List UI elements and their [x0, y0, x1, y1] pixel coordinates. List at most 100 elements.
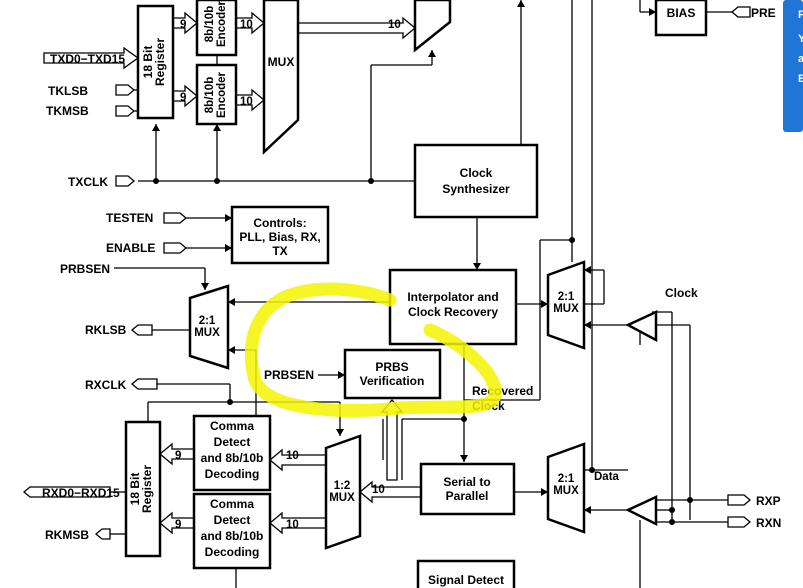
controls-block: Controls: PLL, Bias, RX, TX [230, 205, 330, 265]
pin-rklsb [130, 324, 153, 336]
pin-enable [163, 242, 188, 254]
interpolator-clock-recovery: Interpolator and Clock Recovery [388, 268, 518, 346]
label-txclk: TXCLK [68, 175, 108, 189]
bus-width: 10 [240, 19, 253, 31]
block-label: MUX [553, 485, 579, 497]
arrowhead [584, 266, 591, 274]
label-prbsen-top: PRBSEN [60, 262, 110, 276]
block-label: Detect [214, 513, 251, 527]
mux21-bottom: 2:1 MUX [546, 442, 586, 534]
block-label: Signal Detect [428, 573, 504, 587]
arrowhead [584, 321, 591, 329]
block-label: Synthesizer [442, 182, 510, 196]
pin-rxp [727, 494, 752, 506]
block-label: Comma [210, 419, 254, 433]
arrowhead [473, 263, 481, 270]
block-label: and 8b/10b [201, 529, 264, 543]
io-pins [22, 6, 752, 540]
junction-dot [227, 399, 233, 405]
label-rklsb: RKLSB [85, 323, 127, 337]
arrowhead [541, 488, 548, 496]
label-rxp: RXP [756, 494, 781, 508]
arrowhead [225, 214, 232, 222]
label-clock: Clock [665, 286, 698, 300]
junction-dot [153, 178, 159, 184]
bus-arrow [380, 398, 404, 481]
block-label: 2:1 [558, 291, 575, 303]
mux12: 1:2 MUX [324, 434, 362, 550]
bus-width-labels: 9 9 10 10 10 9 9 10 10 10 [175, 19, 401, 531]
arrowhead [517, 0, 525, 7]
arrowhead [213, 124, 221, 131]
pin-tkmsb [115, 105, 136, 117]
block-label: Detect [214, 435, 251, 449]
label-txd: TXD0−TXD15 [50, 52, 125, 66]
highlight-annotation [244, 282, 502, 418]
encoder-1: 8b/10b Encoder [195, 0, 238, 57]
arrowhead [201, 283, 209, 290]
block-label: BIAS [667, 6, 696, 20]
bus-arrow [358, 480, 422, 504]
label-pre: PRE [751, 6, 776, 20]
block-label: 2:1 [558, 473, 575, 485]
block-label: Register [140, 465, 154, 513]
reg18-rx: 18 Bit Register [124, 420, 162, 558]
panel-text: F [798, 9, 803, 21]
label-enable: ENABLE [106, 241, 155, 255]
label-tkmsb: TKMSB [46, 104, 89, 118]
block-label: and 8b/10b [201, 451, 264, 465]
clock-synthesizer: Clock Synthesizer [413, 143, 539, 219]
block-label: Interpolator and [407, 290, 498, 304]
pin-testen [163, 212, 188, 224]
pin-txclk [115, 175, 136, 187]
bus-width: 10 [372, 484, 385, 496]
comma-detect-1: Comma Detect and 8b/10b Decoding [192, 414, 272, 492]
prbs-verification: PRBS Verification [343, 348, 442, 400]
panel-text: Y [798, 33, 803, 45]
block-label: Decoding [205, 545, 260, 559]
block-label: Parallel [446, 489, 489, 503]
block-label: Comma [210, 497, 254, 511]
block-label: Controls: [253, 216, 306, 230]
block-label: Encoder [216, 71, 228, 118]
pin-tklsb [115, 84, 136, 96]
label-prbsen-mid: PRBSEN [264, 368, 314, 382]
bus-width: 10 [388, 19, 401, 31]
label-rxd: RXD0−RXD15 [42, 486, 120, 500]
block-label: TX [272, 244, 287, 258]
junction-dot [569, 237, 575, 243]
bus-arrow [172, 84, 199, 108]
pin-rkmsb [94, 528, 111, 540]
bias-block: BIAS [654, 0, 708, 37]
bus-width: 9 [175, 450, 181, 462]
label-rxn: RXN [756, 516, 781, 530]
comma-detect-2: Comma Detect and 8b/10b Decoding [192, 492, 272, 570]
arrowhead [228, 298, 235, 306]
block-label: Clock [460, 166, 493, 180]
signal-detect: Signal Detect [416, 559, 516, 588]
arrowhead [338, 371, 345, 379]
bus-width: 10 [286, 519, 299, 531]
reg18-tx: 18 Bit Register [136, 4, 175, 120]
bus-width: 10 [240, 96, 253, 108]
bus-width: 9 [180, 92, 186, 104]
arrowhead [649, 8, 656, 16]
mux-tx: MUX [262, 0, 300, 155]
bus-arrow [172, 11, 199, 35]
junction-dot [669, 507, 675, 513]
label-rkmsb: RKMSB [45, 528, 89, 542]
label-data: Data [594, 471, 620, 483]
junction-dot [589, 467, 595, 473]
block-label: Register [153, 38, 167, 86]
panel-text: a [798, 53, 803, 65]
arrowhead [460, 455, 468, 462]
encoder-2: 8b/10b Encoder [195, 63, 238, 126]
junction-dot [461, 416, 467, 422]
block-label: 18 Bit [141, 46, 155, 79]
block-label: PRBS [375, 360, 408, 374]
pin-rxclk [130, 378, 158, 390]
bus-arrow [43, 46, 140, 70]
block-label: MUX [553, 303, 579, 315]
block-label: Clock Recovery [408, 305, 498, 319]
